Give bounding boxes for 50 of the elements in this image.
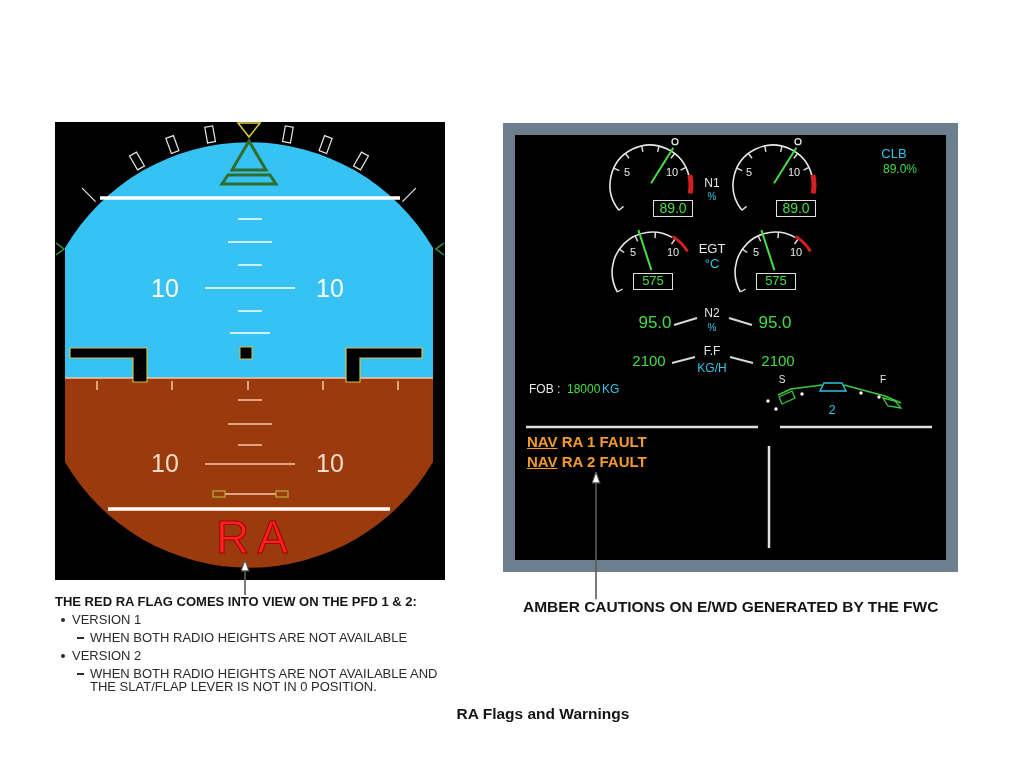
caution-message: NAV RA 1 FAULT <box>527 432 647 452</box>
gauge-scale-number: 10 <box>666 246 680 258</box>
readout-box: 575 <box>633 273 673 290</box>
parameter-label: N2 <box>704 307 720 319</box>
list-item-text: VERSION 2 <box>72 649 142 662</box>
list-item-text: WHEN BOTH RADIO HEIGHTS ARE NOT AVAILABLE AND THE SLAT/FLAP LEVER IS NOT IN 0 POSITION. <box>90 667 439 693</box>
parameter-value: 2100 <box>761 352 795 368</box>
parameter-value: 95.0 <box>638 313 672 331</box>
fuel-label: FOB : <box>529 383 561 395</box>
note-heading: THE RED RA FLAG COMES INTO VIEW ON THE PFD 1 & 2: <box>55 595 417 608</box>
unit-label: °C <box>704 256 720 270</box>
gauge-scale-number: 10 <box>665 166 679 178</box>
leader-arrow <box>240 559 250 596</box>
callout-text: AMBER CAUTIONS ON E/WD GENERATED BY THE FWC <box>523 599 939 615</box>
thrust-mode-label: CLB <box>881 146 907 160</box>
figure-caption: RA Flags and Warnings <box>456 706 630 722</box>
gauge-scale-number: 10 <box>787 166 801 178</box>
thrust-limit-value: 89.0% <box>883 163 917 175</box>
caution-message: NAV RA 2 FAULT <box>527 452 647 472</box>
gauge-scale-number: 5 <box>623 166 631 178</box>
attitude-display <box>55 122 445 580</box>
engine-warning-display <box>503 123 958 572</box>
pitch-scale-number: 10 <box>151 450 179 476</box>
gauge-scale-number: 5 <box>629 246 637 258</box>
flap-position-number: 2 <box>828 402 836 416</box>
list-item-text: WHEN BOTH RADIO HEIGHTS ARE NOT AVAILABLE <box>90 631 408 644</box>
flap-label: F <box>879 375 887 385</box>
unit-label: % <box>707 323 717 333</box>
leader-arrow <box>591 471 601 601</box>
gauge-scale-number: 5 <box>752 246 760 258</box>
ra-flag-label: RA <box>208 514 296 560</box>
gauge-scale-number: 5 <box>745 166 753 178</box>
unit-label: KG/H <box>697 362 727 374</box>
parameter-value: 95.0 <box>758 313 792 331</box>
unit-label: % <box>707 192 717 202</box>
pitch-scale-number: 10 <box>151 275 179 301</box>
slat-label: S <box>778 375 786 385</box>
fuel-value: 18000 <box>567 383 601 395</box>
parameter-label: F.F <box>703 345 721 357</box>
readout-box: 89.0 <box>653 200 693 217</box>
readout-box: 575 <box>756 273 796 290</box>
list-item-text: VERSION 1 <box>72 613 142 626</box>
parameter-label: EGT <box>698 241 726 255</box>
parameter-value: 2100 <box>632 352 666 368</box>
parameter-label: N1 <box>704 177 720 189</box>
unit-label: KG <box>602 383 620 395</box>
pitch-scale-number: 10 <box>316 275 344 301</box>
pitch-scale-number: 10 <box>316 450 344 476</box>
gauge-scale-number: 10 <box>789 246 803 258</box>
readout-box: 89.0 <box>776 200 816 217</box>
